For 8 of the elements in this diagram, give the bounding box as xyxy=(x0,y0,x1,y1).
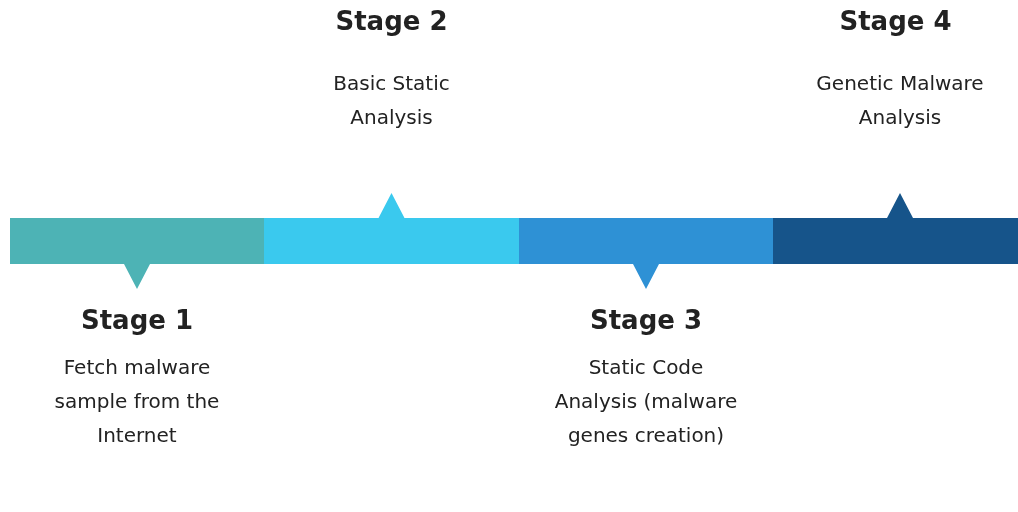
stage-heading: Stage 4 xyxy=(838,6,953,36)
stage-description: Basic Static Analysis xyxy=(332,70,451,131)
stage-heading: Stage 1 xyxy=(79,305,195,335)
stage-heading: Stage 2 xyxy=(334,6,449,36)
stage-description: Static Code Analysis (malware genes creation) xyxy=(553,354,739,449)
stage-heading: Stage 3 xyxy=(588,305,704,335)
stage-description: Fetch malware sample from the Internet xyxy=(53,354,221,449)
stage-description: Genetic Malware Analysis xyxy=(815,70,985,131)
